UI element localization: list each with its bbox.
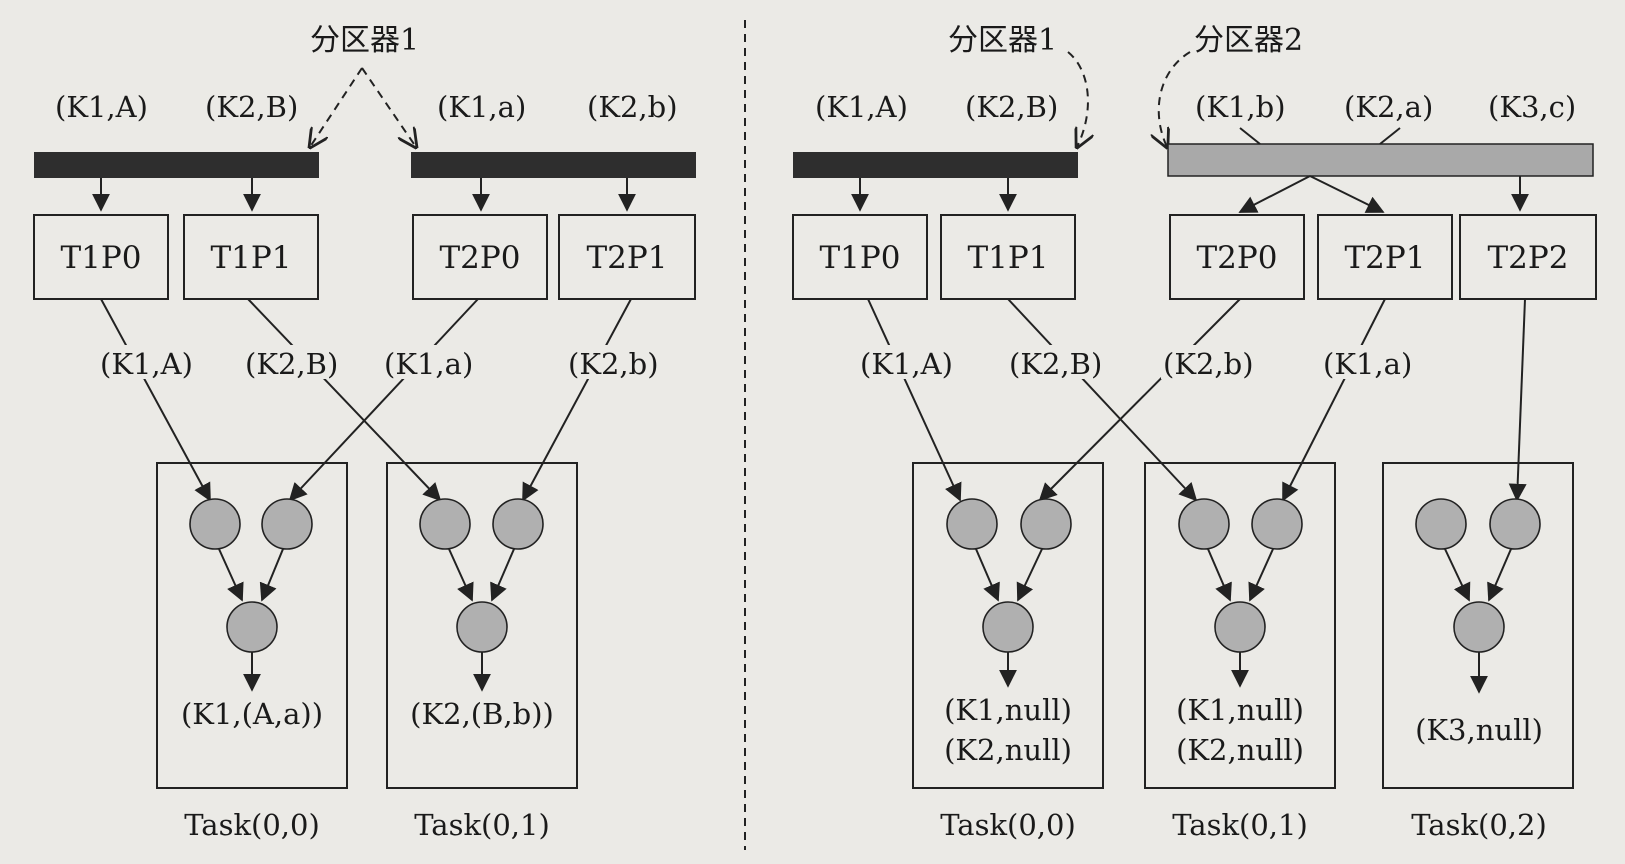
left-top-label-4: (K2,b) (587, 90, 678, 124)
right-topic1-bar (793, 152, 1078, 178)
right-output-3: (K3,null) (1415, 713, 1543, 747)
svg-text:T2P1: T2P1 (1345, 240, 1426, 276)
right-output-1a: (K1,null) (944, 693, 1072, 727)
svg-text:T2P2: T2P2 (1488, 240, 1569, 276)
svg-text:T2P1: T2P1 (587, 240, 668, 276)
left-topic1-bar (34, 152, 319, 178)
right-edge-label-3: (K2,b) (1163, 347, 1254, 381)
right-top-label-4: (K2,a) (1344, 90, 1433, 124)
left-top-label-2: (K2,B) (205, 90, 298, 124)
left-panel: 分区器1 (K1,A) (K2,B) (K1,a) (K2,b) T1P0 T1… (33, 23, 696, 842)
right-topic2-bar (1167, 143, 1594, 177)
right-task-label-3: Task(0,2) (1411, 808, 1547, 842)
svg-text:T1P0: T1P0 (61, 240, 142, 276)
left-partition-t1p1: T1P1 (183, 214, 319, 300)
svg-text:T1P1: T1P1 (968, 240, 1049, 276)
left-partitioner-arrow-1 (310, 67, 363, 147)
left-edge-label-2: (K2,B) (245, 347, 338, 381)
left-edge-label-1: (K1,A) (100, 347, 193, 381)
right-partitioner2-arrow (1159, 51, 1191, 147)
right-top-label-5: (K3,c) (1488, 90, 1576, 124)
svg-text:T1P0: T1P0 (820, 240, 901, 276)
right-top-label-3: (K1,b) (1195, 90, 1286, 124)
left-partitioner-label: 分区器1 (310, 23, 419, 58)
left-top-label-3: (K1,a) (437, 90, 526, 124)
right-output-2b: (K2,null) (1176, 733, 1304, 767)
right-top-label-1: (K1,A) (815, 90, 908, 124)
right-partition-t2p1: T2P1 (1317, 214, 1453, 300)
left-output-1: (K1,(A,a)) (181, 697, 323, 731)
left-task-label-1: Task(0,0) (184, 808, 320, 842)
left-edge-label-3: (K1,a) (384, 347, 473, 381)
left-topic2-bar (411, 152, 696, 178)
right-edge-label-1: (K1,A) (860, 347, 953, 381)
svg-text:T2P0: T2P0 (1197, 240, 1278, 276)
right-partition-t2p0: T2P0 (1169, 214, 1305, 300)
left-top-label-1: (K1,A) (55, 90, 148, 124)
svg-text:T2P0: T2P0 (440, 240, 521, 276)
right-top-label-2: (K2,B) (965, 90, 1058, 124)
left-edge-label-4: (K2,b) (568, 347, 659, 381)
left-task-box-2: (K2,(B,b)) (386, 462, 578, 789)
left-task-box-1: (K1,(A,a)) (156, 462, 348, 789)
svg-text:T1P1: T1P1 (211, 240, 292, 276)
left-partition-t1p0: T1P0 (33, 214, 169, 300)
right-partitioner2-label: 分区器2 (1194, 23, 1303, 58)
right-task-box-3: (K3,null) (1382, 462, 1574, 789)
left-task-label-2: Task(0,1) (414, 808, 550, 842)
right-output-1b: (K2,null) (944, 733, 1072, 767)
left-partitioner-arrow-2 (361, 67, 416, 147)
right-task-box-2: (K1,null) (K2,null) (1144, 462, 1336, 789)
right-task-box-1: (K1,null) (K2,null) (912, 462, 1104, 789)
right-task-label-2: Task(0,1) (1172, 808, 1308, 842)
right-panel: 分区器1 分区器2 (K1,A) (K2,B) (K1,b) (K2,a) (K… (792, 23, 1597, 842)
left-partition-t2p1: T2P1 (558, 214, 696, 300)
right-partition-t2p2: T2P2 (1459, 214, 1597, 300)
right-edge-label-4: (K1,a) (1323, 347, 1412, 381)
right-task-label-1: Task(0,0) (940, 808, 1076, 842)
right-partition-t1p1: T1P1 (940, 214, 1076, 300)
right-partitioner1-label: 分区器1 (948, 23, 1057, 58)
left-partition-t2p0: T2P0 (412, 214, 548, 300)
right-edge-label-2: (K2,B) (1009, 347, 1102, 381)
right-output-2a: (K1,null) (1176, 693, 1304, 727)
left-output-2: (K2,(B,b)) (410, 697, 554, 731)
right-partitioner1-arrow (1067, 51, 1088, 147)
right-partition-t1p0: T1P0 (792, 214, 928, 300)
